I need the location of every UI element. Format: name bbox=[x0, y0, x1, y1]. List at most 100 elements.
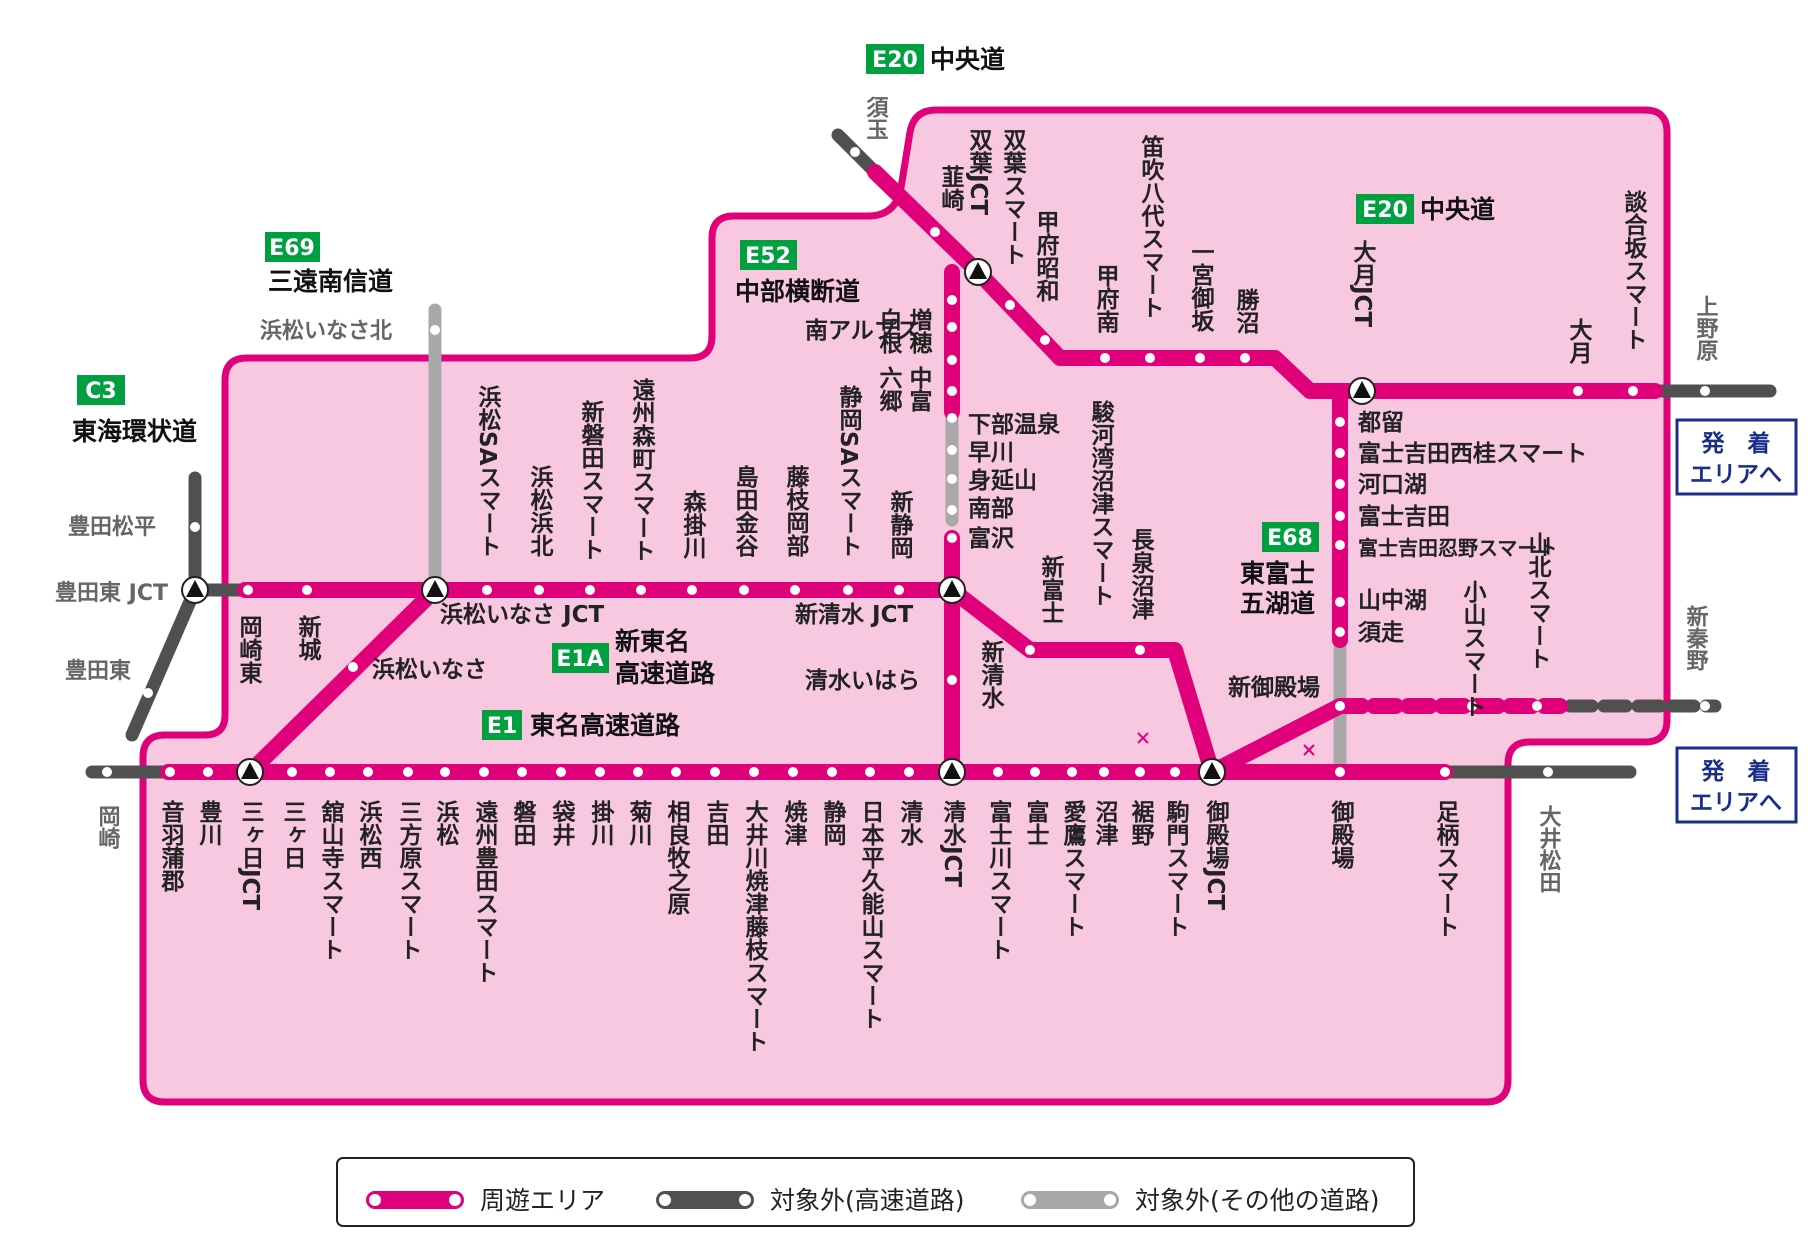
svg-text:高速道路: 高速道路 bbox=[615, 659, 716, 688]
svg-text:清水いはら: 清水いはら bbox=[805, 668, 920, 694]
route-badge-e20-top: E20 中央道 bbox=[866, 44, 1005, 74]
svg-text:静岡SAスマート: 静岡SAスマート bbox=[835, 384, 863, 557]
svg-text:袋井: 袋井 bbox=[548, 799, 577, 847]
jct-markers bbox=[181, 258, 1376, 786]
svg-text:南アルプス: 南アルプス bbox=[805, 318, 920, 344]
svg-text:E20: E20 bbox=[1362, 198, 1408, 223]
area-box-upper[interactable]: 発 着 エリアへ bbox=[1675, 418, 1798, 496]
svg-text:沼津: 沼津 bbox=[1091, 800, 1119, 846]
svg-text:浜松西: 浜松西 bbox=[355, 800, 383, 869]
svg-text:御殿場JCT: 御殿場JCT bbox=[1202, 799, 1231, 910]
route-badge-e68: E68 東富士 五湖道 bbox=[1240, 522, 1319, 618]
svg-text:浜松いなさ JCT: 浜松いなさ JCT bbox=[440, 602, 604, 628]
route-badge-e20-right: E20 中央道 bbox=[1356, 194, 1495, 224]
svg-text:大井川焼津藤枝スマート: 大井川焼津藤枝スマート bbox=[741, 800, 769, 1053]
svg-text:エリアへ: エリアへ bbox=[1690, 462, 1782, 488]
svg-text:須走: 須走 bbox=[1358, 620, 1404, 646]
svg-text:周遊エリア: 周遊エリア bbox=[480, 1186, 605, 1215]
svg-text:三方原スマート: 三方原スマート bbox=[395, 800, 423, 961]
svg-text:日本平久能山スマート: 日本平久能山スマート bbox=[857, 800, 885, 1030]
svg-text:中富: 中富 bbox=[905, 366, 932, 413]
svg-text:双葉JCT: 双葉JCT bbox=[965, 128, 994, 215]
svg-text:南部: 南部 bbox=[968, 495, 1014, 522]
svg-text:山中湖: 山中湖 bbox=[1358, 588, 1427, 614]
svg-text:三ヶ日JCT: 三ヶ日JCT bbox=[237, 800, 264, 910]
svg-text:小山スマート: 小山スマート bbox=[1459, 580, 1487, 718]
svg-text:大月JCT: 大月JCT bbox=[1349, 240, 1378, 327]
svg-text:富士吉田西桂スマート: 富士吉田西桂スマート bbox=[1358, 440, 1587, 467]
svg-text:E1: E1 bbox=[487, 714, 517, 739]
svg-text:御殿場: 御殿場 bbox=[1327, 799, 1356, 870]
svg-text:E69: E69 bbox=[269, 236, 315, 261]
svg-text:舘山寺スマート: 舘山寺スマート bbox=[317, 799, 346, 961]
svg-text:駿河湾沼津スマート: 駿河湾沼津スマート bbox=[1087, 399, 1115, 607]
svg-text:大月: 大月 bbox=[1565, 318, 1594, 364]
svg-text:駒門スマート: 駒門スマート bbox=[1162, 799, 1190, 938]
jct-icon bbox=[938, 576, 966, 604]
route-badge-e1: E1 東名高速道路 bbox=[482, 710, 681, 740]
route-badge-e52: E52 中部横断道 bbox=[735, 240, 860, 306]
svg-text:遠州森町スマート: 遠州森町スマート bbox=[628, 377, 656, 562]
svg-text:新城: 新城 bbox=[294, 614, 322, 662]
station-dots bbox=[102, 147, 1710, 777]
svg-text:菊川: 菊川 bbox=[625, 800, 653, 846]
svg-text:身延山: 身延山 bbox=[968, 467, 1037, 494]
svg-text:富士吉田忍野スマート: 富士吉田忍野スマート bbox=[1358, 536, 1557, 560]
svg-text:中央道: 中央道 bbox=[930, 45, 1005, 74]
jct-icon bbox=[421, 576, 449, 604]
svg-text:新富士: 新富士 bbox=[1037, 554, 1065, 624]
svg-text:吉田: 吉田 bbox=[702, 799, 729, 846]
svg-text:新磐田スマート: 新磐田スマート bbox=[577, 399, 605, 561]
svg-text:焼津: 焼津 bbox=[780, 799, 808, 846]
svg-text:掛川: 掛川 bbox=[587, 800, 615, 846]
svg-text:東海環状道: 東海環状道 bbox=[72, 417, 197, 446]
jct-icon bbox=[938, 758, 966, 786]
svg-text:森掛川: 森掛川 bbox=[679, 489, 707, 559]
svg-text:音羽蒲郡: 音羽蒲郡 bbox=[157, 799, 186, 893]
svg-text:新秦野: 新秦野 bbox=[1683, 604, 1710, 672]
svg-text:遠州豊田スマート: 遠州豊田スマート bbox=[471, 799, 499, 984]
svg-text:新清水: 新清水 bbox=[977, 639, 1005, 710]
svg-text:浜松SAスマート: 浜松SAスマート bbox=[474, 385, 502, 557]
svg-text:E20: E20 bbox=[872, 48, 918, 73]
svg-text:双葉スマート: 双葉スマート bbox=[999, 128, 1028, 266]
svg-text:六郷: 六郷 bbox=[875, 366, 903, 412]
svg-text:愛鷹スマート: 愛鷹スマート bbox=[1059, 800, 1087, 938]
svg-text:富士吉田: 富士吉田 bbox=[1358, 503, 1450, 530]
svg-text:笛吹八代スマート: 笛吹八代スマート bbox=[1137, 134, 1166, 319]
svg-text:岡崎: 岡崎 bbox=[95, 805, 121, 849]
route-badge-c3: C3 東海環状道 bbox=[72, 375, 197, 446]
svg-text:下部温泉: 下部温泉 bbox=[968, 411, 1061, 438]
svg-text:清水: 清水 bbox=[896, 800, 924, 847]
svg-text:豊田東 JCT: 豊田東 JCT bbox=[55, 580, 168, 606]
svg-text:白根: 白根 bbox=[875, 307, 903, 355]
svg-text:都留: 都留 bbox=[1357, 410, 1404, 436]
svg-text:藤枝岡部: 藤枝岡部 bbox=[782, 465, 810, 557]
svg-text:発 着: 発 着 bbox=[1701, 758, 1771, 785]
svg-text:対象外(高速道路): 対象外(高速道路) bbox=[770, 1186, 965, 1215]
svg-text:浜松いなさ北: 浜松いなさ北 bbox=[260, 319, 392, 344]
svg-text:E68: E68 bbox=[1267, 526, 1313, 551]
shintomei-labels: 岡崎東 新城 浜松いなさ JCT 浜松SAスマート 浜松浜北 新磐田スマート 遠… bbox=[235, 377, 1155, 710]
svg-text:富士: 富士 bbox=[1022, 799, 1050, 846]
svg-text:新東名: 新東名 bbox=[615, 627, 690, 656]
jct-icon bbox=[181, 576, 209, 604]
svg-text:浜松浜北: 浜松浜北 bbox=[526, 465, 554, 557]
tomei-labels: 岡崎 音羽蒲郡 豊川 三ヶ日JCT 三ヶ日 舘山寺スマート 浜松西 三方原スマー… bbox=[95, 799, 1562, 1053]
jct-icon bbox=[1348, 377, 1376, 405]
svg-text:甲府昭和: 甲府昭和 bbox=[1032, 210, 1060, 302]
no-access-marks bbox=[1137, 732, 1315, 756]
jct-icon bbox=[964, 258, 992, 286]
svg-text:足柄スマート: 足柄スマート bbox=[1432, 800, 1460, 938]
svg-text:新静岡: 新静岡 bbox=[886, 489, 914, 560]
svg-text:エリアへ: エリアへ bbox=[1690, 790, 1782, 816]
svg-text:須玉: 須玉 bbox=[863, 96, 889, 140]
svg-text:甲府南: 甲府南 bbox=[1092, 264, 1120, 333]
svg-text:長泉沼津: 長泉沼津 bbox=[1127, 528, 1155, 620]
svg-text:豊川: 豊川 bbox=[195, 799, 223, 846]
area-box-lower[interactable]: 発 着 エリアへ bbox=[1675, 746, 1798, 824]
svg-text:大井松田: 大井松田 bbox=[1536, 805, 1562, 893]
svg-text:韮崎: 韮崎 bbox=[937, 164, 965, 211]
svg-text:対象外(その他の道路): 対象外(その他の道路) bbox=[1135, 1186, 1380, 1215]
svg-text:E1A: E1A bbox=[556, 647, 603, 672]
